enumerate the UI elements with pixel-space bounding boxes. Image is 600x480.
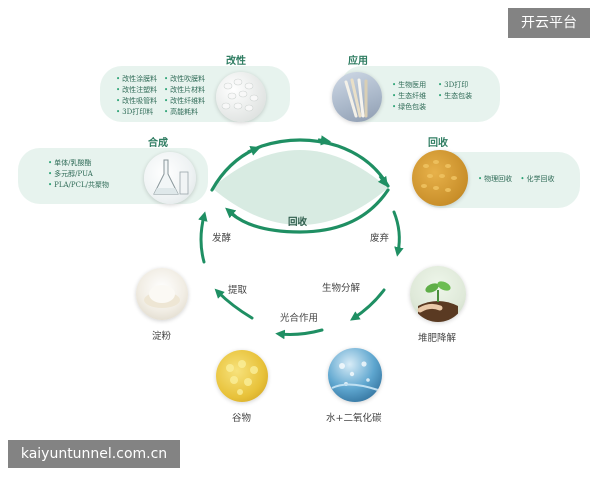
list-item: •PLA/PCL/共聚物 [48,181,109,189]
list-item: •单体/乳酸酯 [48,159,92,167]
starch-label: 淀粉 [152,331,172,342]
list-item: •多元醇/PUA [48,170,93,178]
photosynthesis-label: 光合作用 [280,313,319,324]
starch-image [136,268,188,320]
list-item: •改性涂膜料 [116,75,158,83]
flask-image [144,152,196,204]
lower-arc-arrow [230,188,390,234]
watermark-bottom: kaiyuntunnel.com.cn [8,440,180,468]
arrow-biodegrade [350,288,386,321]
list-item: •3D打印料 [116,108,154,116]
list-item: •改性吹膜料 [164,75,206,83]
list-item: •高能耗料 [164,108,199,116]
list-item: •改性吸管料 [116,97,158,105]
biodegrade-label: 生物分解 [322,283,361,294]
arrow-extract [214,288,254,320]
center-recycle-label: 回收 [288,217,308,228]
arrow-photosynthesis [275,328,324,340]
list-item: •化学回收 [520,175,555,183]
modify-list-col2: •改性吹膜料 •改性片材料 •改性纤维料 •高能耗料 [164,74,205,118]
straws-image [332,72,382,122]
synthesis-list: •单体/乳酸酯 •多元醇/PUA •PLA/PCL/共聚物 [48,158,109,191]
grain-image [216,350,268,402]
grain-label: 谷物 [232,413,252,424]
list-item: •改性注塑料 [116,86,158,94]
recycled-pellets-image [412,150,468,206]
synthesis-title: 合成 [148,138,168,149]
application-title: 应用 [348,56,368,67]
arrow-waste [392,210,404,257]
list-item: •生态包装 [438,92,473,100]
compost-image [410,266,466,322]
list-item: •物理回收 [478,175,513,183]
list-item: •3D打印 [438,81,469,89]
center-lens [212,150,388,225]
arrow-ferment [198,211,208,264]
recycle-title: 回收 [428,138,448,149]
application-list: •生物医用 •生态纤维 •绿色包装 [392,80,426,113]
modify-title: 改性 [226,56,246,67]
modify-list: •改性涂膜料 •改性注塑料 •改性吸管料 •3D打印料 [116,74,157,118]
resin-pellets-image [216,72,266,122]
extract-label: 提取 [228,285,248,296]
application-list-col2: •3D打印 •生态包装 [438,80,472,102]
list-item: •绿色包装 [392,103,427,111]
watermark-top: 开云平台 [508,8,590,38]
list-item: •生态纤维 [392,92,427,100]
recycle-list: •物理回收 •化学回收 [478,174,555,185]
list-item: •改性片材料 [164,86,206,94]
waste-label: 废弃 [370,233,390,244]
ferment-label: 发酵 [212,233,232,244]
water-co2-image [328,348,382,402]
list-item: •改性纤维料 [164,97,206,105]
list-item: •生物医用 [392,81,427,89]
water-co2-label: 水+二氧化碳 [326,413,382,424]
compost-label: 堆肥降解 [418,333,457,344]
